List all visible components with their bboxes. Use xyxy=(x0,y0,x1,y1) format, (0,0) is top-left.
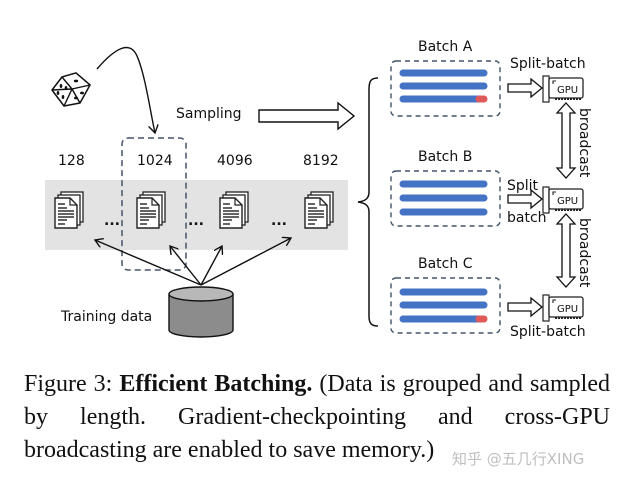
split-arrow xyxy=(507,188,544,210)
length-label: 8192 xyxy=(303,153,339,169)
broadcast-arrow xyxy=(555,213,577,288)
gpu-icon: GPU xyxy=(542,186,584,214)
selected-bucket-box xyxy=(121,137,187,271)
caption-prefix: Figure 3: xyxy=(24,371,120,397)
caption-title: Efficient Batching. xyxy=(119,371,313,397)
batch-label: Batch B xyxy=(418,149,472,165)
efficient-batching-diagram: Sampling 128 1024 4096 8192 ... ... ... … xyxy=(45,39,592,340)
figure-caption: Figure 3: Efficient Batching. (Data is g… xyxy=(24,368,610,467)
ellipsis: ... xyxy=(188,213,204,229)
batch-label: Batch A xyxy=(418,39,473,55)
watermark: 知乎 @五几行XING xyxy=(452,450,585,468)
caption-body: (Data is grouped and sampled by length. … xyxy=(24,371,610,463)
dice-icon xyxy=(51,72,91,107)
batch-label: Batch C xyxy=(418,256,473,272)
dice-sampling-arrow xyxy=(96,46,155,133)
sampling-arrow xyxy=(258,101,356,131)
sampling-label: Sampling xyxy=(176,106,242,122)
gpu-icon: GPU xyxy=(542,294,584,322)
svg-text:GPU: GPU xyxy=(557,85,578,96)
svg-text:GPU: GPU xyxy=(557,304,578,315)
batch-a: Batch A xyxy=(390,39,501,117)
cylinder-database-icon xyxy=(168,286,234,338)
split-batch-label: Split-batch xyxy=(510,56,586,72)
batch-sub-label: batch xyxy=(507,210,547,226)
ellipsis: ... xyxy=(271,213,287,229)
broadcast-label: broadcast xyxy=(576,218,592,288)
curly-brace xyxy=(357,77,379,327)
document-stack-icon xyxy=(136,191,166,229)
split-label: Split xyxy=(507,178,539,194)
svg-text:GPU: GPU xyxy=(557,196,578,207)
split-arrow xyxy=(507,77,544,99)
broadcast-arrow xyxy=(555,102,577,179)
length-label: 1024 xyxy=(137,153,173,169)
length-label: 4096 xyxy=(217,153,253,169)
ellipsis: ... xyxy=(104,213,120,229)
database-arrows xyxy=(95,238,291,286)
broadcast-label: broadcast xyxy=(576,108,592,178)
batch-b: Batch B xyxy=(390,149,501,227)
document-stack-icon xyxy=(54,191,84,229)
split-arrow xyxy=(507,296,544,318)
length-label: 128 xyxy=(58,153,85,169)
gpu-icon: GPU xyxy=(542,75,584,103)
batch-c: Batch C xyxy=(390,256,501,334)
split-batch-label: Split-batch xyxy=(510,324,586,340)
document-stack-icon xyxy=(219,191,249,229)
training-data-label: Training data xyxy=(60,309,152,325)
document-stack-icon xyxy=(304,191,334,229)
